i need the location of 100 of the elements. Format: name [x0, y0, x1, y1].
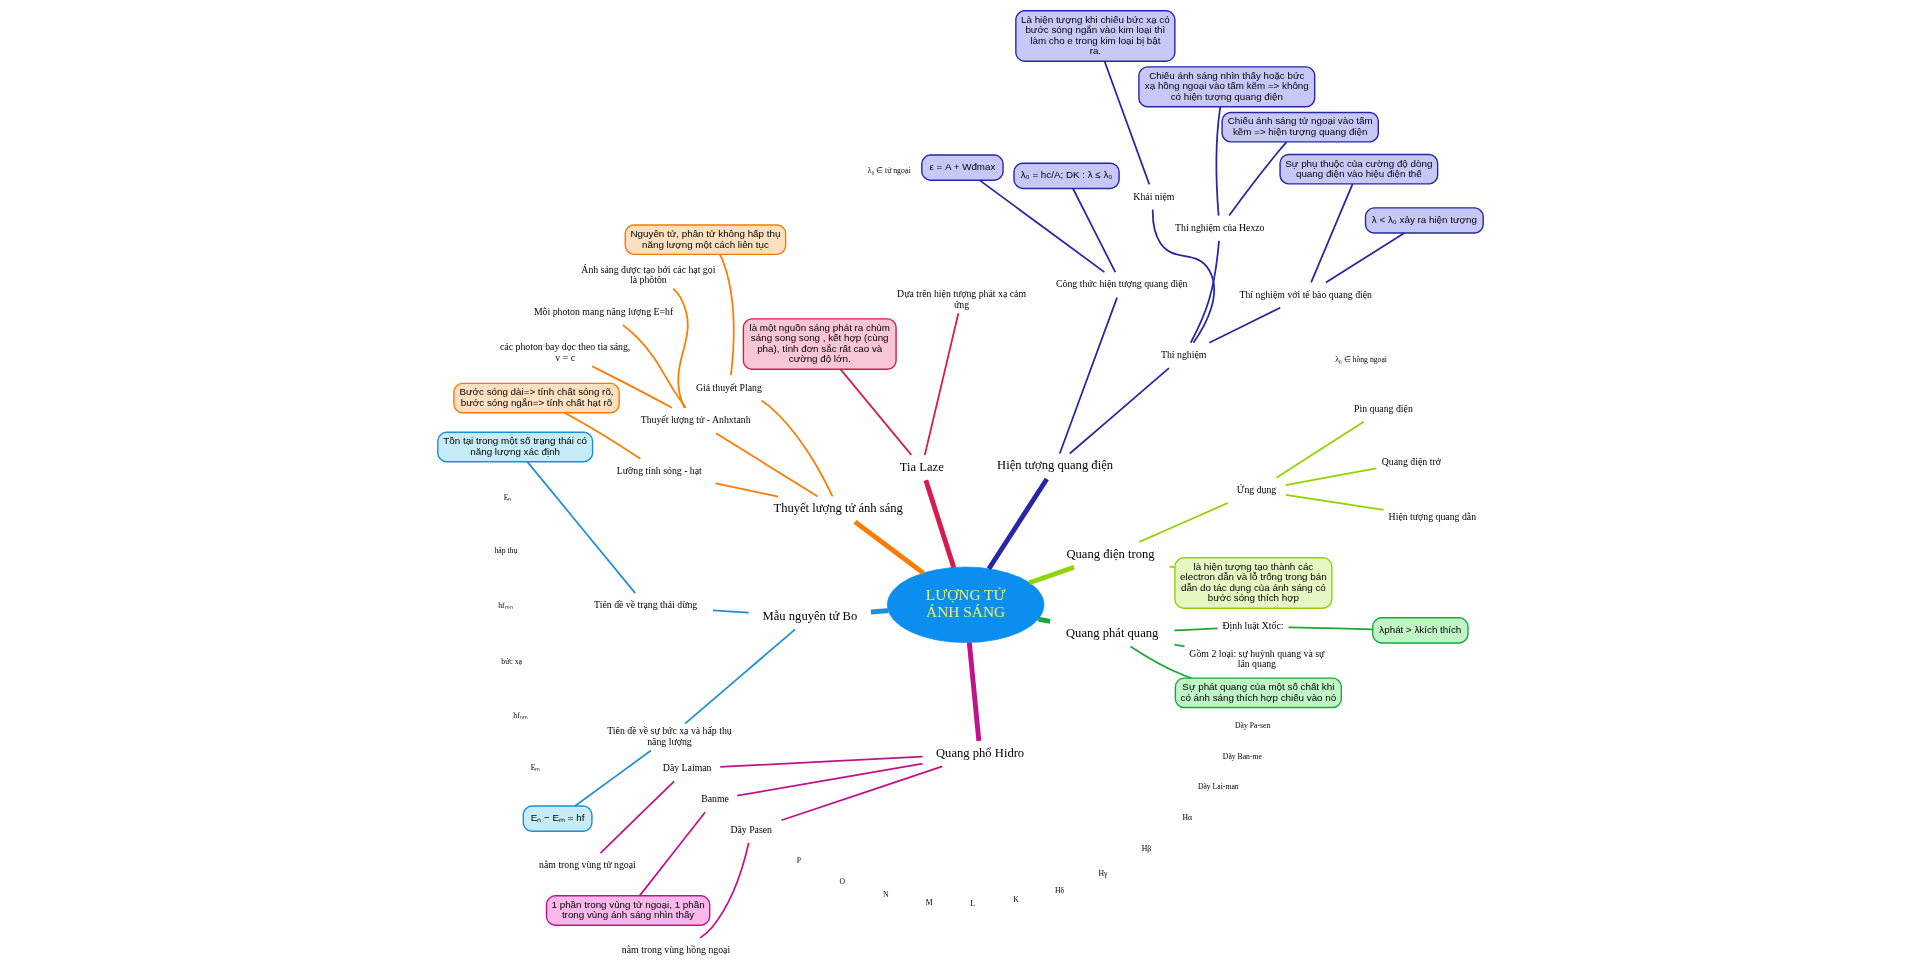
connector: [978, 179, 1105, 273]
connector: [1215, 106, 1221, 217]
connector: [1173, 627, 1218, 632]
node-box: Eₙ − Eₘ = hf: [522, 805, 593, 832]
node-text: Lưỡng tính sóng - hạt: [616, 465, 702, 477]
label: L: [969, 899, 975, 909]
label: Hγ: [1098, 869, 1107, 879]
node-text: Ứng dụng: [1236, 484, 1276, 495]
connector: [526, 460, 636, 594]
connector: [698, 842, 750, 939]
connector: [923, 479, 956, 569]
label: N: [882, 890, 889, 900]
label: hfₙₘ: [512, 710, 528, 720]
connector: [1287, 626, 1373, 631]
label: Hδ: [1054, 885, 1064, 895]
node-text: Khái niệm: [1132, 190, 1174, 202]
connector: [562, 411, 641, 460]
connector: [1027, 564, 1075, 586]
connector: [1284, 467, 1377, 486]
node-box: Bước sóng dài=> tính chất sóng rõ, bước sóng ngắn=> tính chất hạt rõ: [452, 382, 620, 414]
connector: [1058, 296, 1118, 455]
connector: [1071, 187, 1116, 274]
connector: [573, 749, 652, 807]
node-text: Giả thuyết Plang: [695, 381, 762, 393]
label: Hβ: [1141, 844, 1151, 854]
label: hfₘₙ: [497, 601, 513, 611]
node-ellipse: LƯỢNG TỬ ÁNH SÁNG: [886, 566, 1044, 643]
connector: [711, 609, 750, 614]
node-text: Mẫu nguyên tử Bo: [762, 608, 857, 623]
node-box: λ < λ₀ xảy ra hiện tượng: [1364, 207, 1484, 234]
connector: [1068, 367, 1170, 455]
node-text: Tiên đề về trạng thái dừng: [593, 599, 697, 611]
label: O: [839, 876, 845, 886]
connector: [1284, 494, 1384, 511]
label: Hα: [1181, 813, 1192, 823]
node-box: là một nguồn sáng phát ra chùm sáng song song , kết hợp (cùng pha), tính đơn sắc rất cao và cường độ lớn.: [742, 318, 897, 370]
node-box: là hiện tượng tạo thành các electron dẫn và lỗ trống trong bán dẫn do tác dụng của ánh sáng có bước sóng thích hợp: [1173, 557, 1333, 609]
node-box: ε = A + Wđmax: [920, 154, 1004, 181]
connector: [853, 519, 925, 576]
connector: [1168, 565, 1176, 569]
connector: [1037, 616, 1051, 624]
node-text: Gồm 2 loại: sự huỳnh quang và sự lân quang: [1188, 647, 1324, 670]
node-box: Sự phát quang của một số chất khi có ánh sáng thích hợp chiếu vào nó: [1174, 677, 1342, 709]
label: M: [925, 897, 933, 907]
connector: [966, 642, 981, 742]
node-text: Dãy Pasen: [729, 823, 772, 835]
node-text: Định luật Xtốc:: [1222, 620, 1283, 632]
node-text: Thí nghiệm: [1160, 348, 1206, 360]
node-text: Thí nghiệm với tế bào quang điện: [1239, 288, 1372, 300]
connector: [718, 253, 735, 377]
node-text: Hiện tượng quang dẫn: [1388, 510, 1476, 522]
connector: [1103, 60, 1150, 186]
connector: [1137, 502, 1229, 543]
node-text: Thí nghiệm của Hexzo: [1174, 221, 1265, 233]
connector: [986, 477, 1049, 571]
node-text: nằm trong vùng hồng ngoại: [621, 944, 730, 956]
connector: [1274, 420, 1365, 479]
label: bức xạ: [500, 656, 522, 666]
node-box: 1 phần trong vùng tử ngoại, 1 phần trong vùng ánh sáng nhìn thấy: [545, 895, 710, 926]
connector: [1173, 643, 1185, 648]
connector: [839, 368, 912, 456]
connector: [870, 608, 888, 615]
node-text: các photon bay dọc theo tia sáng, v = c: [499, 341, 630, 363]
node-box: Sự phụ thuộc của cường độ dòng quang điện vào hiệu điện thế: [1278, 153, 1438, 185]
connector: [923, 312, 959, 456]
node-box: Chiếu ánh sáng nhìn thấy hoặc bức xạ hồng ngoại vào tấm kẽm => không có hiện tượng quang điện: [1137, 66, 1315, 108]
node-box: Là hiện tượng khi chiếu bức xạ có bước sóng ngắn vào kim loại thì làm cho e trong kim loại bị bật ra.: [1014, 10, 1176, 62]
node-text: Thuyết lượng tử ánh sáng: [772, 501, 903, 516]
label: P: [796, 856, 801, 866]
label: Eₙ: [503, 493, 511, 503]
connector: [714, 432, 819, 498]
node-text: Công thức hiện tượng quang điện: [1055, 278, 1187, 290]
connector: [1189, 240, 1220, 344]
label: hấp thụ: [493, 546, 517, 556]
node-text: Dựa trên hiện tượng phát xạ cảm ứng: [896, 288, 1026, 310]
connector: [780, 765, 943, 822]
node-box: λphát > λkích thích: [1371, 617, 1469, 644]
connector: [671, 287, 689, 409]
label: λ₀ ∈ tử ngoại: [867, 165, 910, 175]
node-text: Quang điện trở: [1381, 455, 1441, 467]
node-text: Ánh sáng được tạo bởi các hạt gọi là phôtôn: [580, 263, 715, 286]
label: Dãy Lai-man: [1197, 782, 1239, 792]
node-text: Dãy Laiman: [662, 762, 712, 774]
node-text: Tia Laze: [899, 459, 944, 474]
label: Dãy Pa-sen: [1234, 720, 1270, 730]
label: λ₀ ∈ hồng ngoại: [1334, 355, 1387, 365]
connector: [1129, 645, 1192, 679]
connector: [590, 365, 673, 409]
node-box: Chiếu ánh sáng tử ngoại vào tấm kẽm => hiện tượng quang điện: [1220, 111, 1379, 143]
node-text: Pin quang điện: [1353, 402, 1413, 414]
node-text: nằm trong vùng tử ngoại: [538, 859, 636, 871]
node-text: Hiện tượng quang điện: [996, 458, 1113, 473]
label: K: [1012, 894, 1019, 904]
node-text: Mỗi photon mang năng lượng E=hf: [533, 305, 673, 317]
label: Dãy Ban-me: [1222, 751, 1262, 761]
node-text: Tiên đề về sự bức xạ và hấp thụ năng lượng: [606, 725, 732, 747]
connector: [683, 628, 796, 725]
node-box: Tồn tại trong một số trạng thái có năng lượng xác định: [436, 431, 593, 463]
label: Eₘ: [530, 763, 540, 773]
connector: [1207, 306, 1281, 344]
